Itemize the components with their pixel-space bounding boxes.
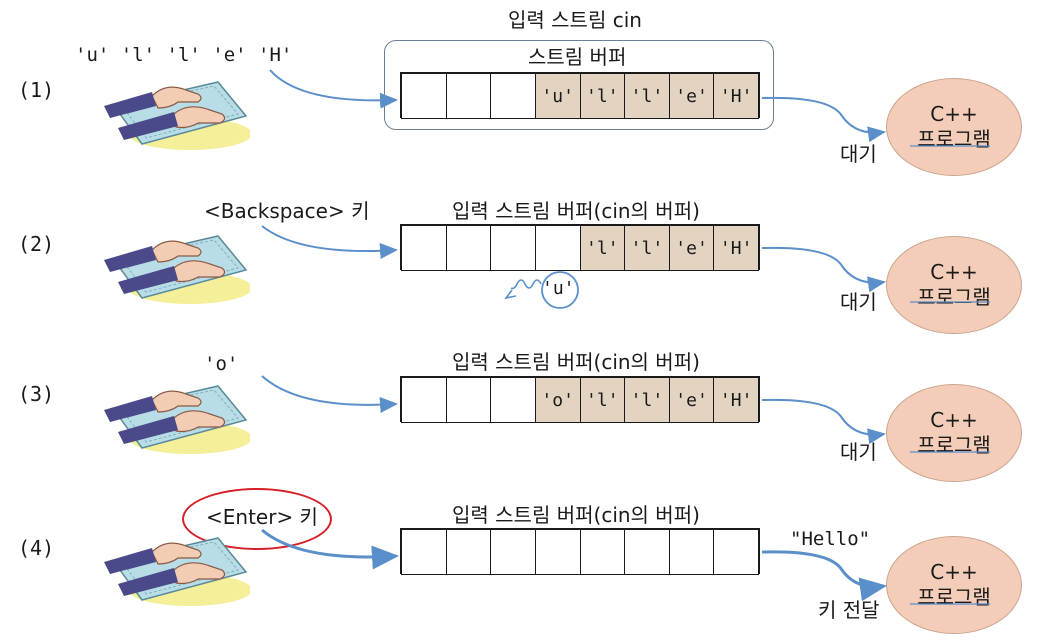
- buffer-cell: [713, 529, 759, 575]
- program-line1: C++: [930, 560, 978, 584]
- buffer-cell: 'l': [579, 73, 626, 119]
- program-line2: 프로그램: [917, 433, 991, 457]
- buffer-cell: 'u': [534, 73, 581, 119]
- status-label: 대기: [840, 290, 877, 314]
- buffer-cell: 'H': [713, 73, 759, 119]
- buffer-cell: [490, 377, 536, 423]
- step-label: (3): [18, 382, 55, 406]
- input-arrow: [269, 69, 398, 109]
- status-label: 키 전달: [818, 598, 880, 622]
- buffer-label: 입력 스트림 버퍼(cin의 버퍼): [452, 199, 700, 223]
- output-arrow: [761, 246, 886, 293]
- cpp-program: C++ 프로그램: [886, 536, 1022, 634]
- buffer-label: 입력 스트림 버퍼(cin의 버퍼): [452, 350, 700, 374]
- buffer-cell: [579, 529, 626, 575]
- cpp-program: C++ 프로그램: [886, 236, 1022, 334]
- program-line1: C++: [930, 408, 978, 432]
- buffer-cell: [401, 73, 447, 119]
- program-line2: 프로그램: [917, 127, 991, 151]
- buffer-cell: 'H': [713, 225, 759, 271]
- buffer-label: 스트림 버퍼: [528, 45, 627, 69]
- input-chars: 'o': [204, 353, 239, 375]
- enter-key-highlight: [182, 488, 332, 550]
- removed-char-circle: [541, 271, 579, 309]
- buffer-cell: 'e': [668, 73, 715, 119]
- buffer-cell: [445, 225, 492, 271]
- stream-buffer: 'l' 'l' 'e' 'H': [400, 224, 760, 271]
- keyboard-hands-icon: [104, 81, 250, 150]
- keyboard-hands-icon: [104, 537, 250, 606]
- keyboard-hands-icon: [104, 235, 250, 304]
- removal-squiggle: [510, 279, 542, 290]
- step-label: (1): [18, 78, 55, 102]
- status-label: 대기: [840, 142, 877, 166]
- output-arrow: [761, 398, 886, 445]
- step-label: (4): [18, 536, 55, 560]
- buffer-cell: 'H': [713, 377, 759, 423]
- buffer-cell: [445, 529, 492, 575]
- input-arrow: [261, 528, 399, 570]
- input-arrow: [261, 225, 398, 259]
- output-arrow: [761, 550, 887, 602]
- buffer-cell: [534, 529, 581, 575]
- buffer-cell: [445, 73, 492, 119]
- program-line1: C++: [930, 102, 978, 126]
- program-line2: 프로그램: [917, 585, 991, 609]
- program-line2: 프로그램: [917, 285, 991, 309]
- keyboard-hands-icon: [104, 385, 250, 454]
- input-arrow: [261, 375, 398, 413]
- program-line1: C++: [930, 260, 978, 284]
- stream-buffer: [400, 528, 760, 575]
- buffer-cell: 'l': [579, 225, 626, 271]
- buffer-cell: [668, 529, 715, 575]
- buffer-label: 입력 스트림 버퍼(cin의 버퍼): [452, 503, 700, 527]
- buffer-cell: 'l': [624, 73, 670, 119]
- input-chars: 'u' 'l' 'l' 'e' 'H': [75, 44, 293, 66]
- buffer-cell: [401, 377, 447, 423]
- delivered-string: "Hello": [790, 528, 871, 550]
- input-stream-box: [384, 40, 774, 130]
- removed-char: 'u': [542, 278, 575, 299]
- status-label: 대기: [840, 440, 877, 464]
- output-arrow: [761, 96, 886, 143]
- diagram-title: 입력 스트림 cin: [508, 8, 642, 32]
- stream-buffer: 'o' 'l' 'l' 'e' 'H': [400, 376, 760, 423]
- input-key: <Backspace> 키: [204, 199, 370, 223]
- buffer-cell: 'l': [624, 225, 670, 271]
- buffer-cell: 'e': [668, 225, 715, 271]
- cpp-program: C++ 프로그램: [886, 384, 1022, 482]
- buffer-cell: [490, 225, 536, 271]
- stream-buffer: 'u' 'l' 'l' 'e' 'H': [400, 72, 760, 119]
- step-label: (2): [18, 232, 55, 256]
- input-key: <Enter> 키: [206, 505, 318, 529]
- cpp-program: C++ 프로그램: [886, 78, 1022, 176]
- buffer-cell: 'e': [668, 377, 715, 423]
